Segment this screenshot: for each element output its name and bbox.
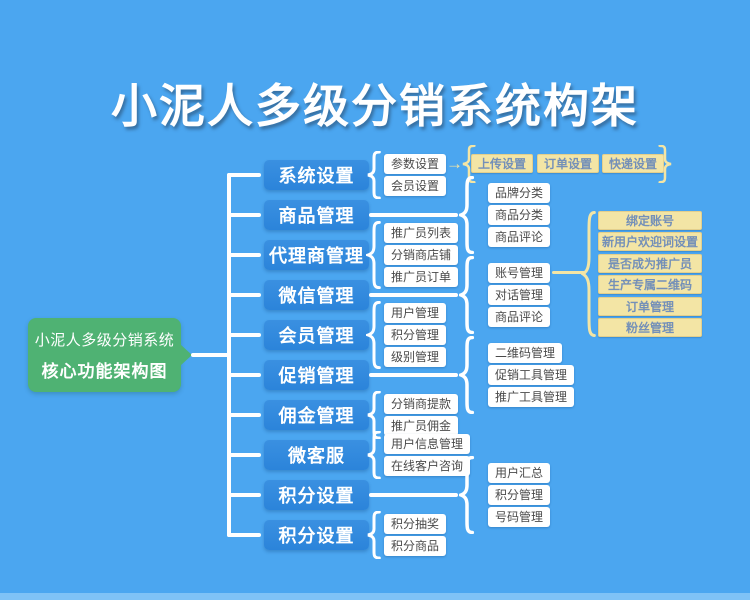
feature-box: 推广工具管理 <box>488 387 575 407</box>
opening-brace-icon <box>459 336 475 414</box>
accent-box: 生产专属二维码 <box>598 275 702 295</box>
feature-box: 在线客户咨询 <box>384 456 471 476</box>
feature-box: 商品评论 <box>488 307 551 327</box>
feature-box: 促销工具管理 <box>488 365 575 385</box>
branch-stub-line <box>227 253 261 257</box>
feature-box: 账号管理 <box>488 263 551 283</box>
arrow-icon: → <box>446 154 463 173</box>
feature-box: 对话管理 <box>488 285 551 305</box>
category-box: 佣金管理 <box>264 400 369 430</box>
opening-brace-icon <box>366 151 382 199</box>
legend-line1: 小泥人多级分销系统 <box>34 331 175 349</box>
connector-line <box>369 293 458 297</box>
accent-box: 粉丝管理 <box>598 318 702 337</box>
page-title: 小泥人多级分销系统构架 <box>111 80 639 132</box>
feature-box: 号码管理 <box>488 507 551 527</box>
opening-brace-icon <box>366 301 382 369</box>
category-box: 代理商管理 <box>264 240 369 270</box>
connector-line <box>369 493 458 497</box>
feature-box: 级别管理 <box>384 347 447 367</box>
feature-box: 分销商店铺 <box>384 245 459 265</box>
legend-callout: 小泥人多级分销系统 核心功能架构图 <box>28 318 192 392</box>
opening-brace-icon <box>366 221 382 289</box>
opening-brace-icon <box>581 210 597 338</box>
feature-box: 积分管理 <box>384 325 447 345</box>
feature-box: 二维码管理 <box>488 343 563 363</box>
feature-box: 用户汇总 <box>488 463 551 483</box>
connector-line <box>369 373 458 377</box>
legend-line2: 核心功能架构图 <box>41 361 168 381</box>
legend-connector-line <box>191 353 231 357</box>
accent-box: 新用户欢迎词设置 <box>598 232 702 252</box>
feature-box: 会员设置 <box>384 176 447 196</box>
category-box: 积分设置 <box>264 480 369 510</box>
branch-stub-line <box>227 173 261 177</box>
category-box: 商品管理 <box>264 200 369 230</box>
opening-brace-icon <box>459 176 475 254</box>
category-box: 微客服 <box>264 440 369 470</box>
branch-stub-line <box>227 533 261 537</box>
opening-brace-icon <box>459 456 475 534</box>
branch-stub-line <box>227 493 261 497</box>
branch-stub-line <box>227 293 261 297</box>
branch-stub-line <box>227 373 261 377</box>
branch-stub-line <box>227 333 261 337</box>
feature-box: 积分商品 <box>384 536 447 556</box>
callout-pointer-icon <box>180 344 192 366</box>
feature-box: 商品分类 <box>488 205 551 225</box>
accent-box: 是否成为推广员 <box>598 253 702 273</box>
category-box: 积分设置 <box>264 520 369 550</box>
accent-box: 订单管理 <box>598 296 702 316</box>
accent-box: 快递设置 <box>602 154 665 173</box>
category-box: 微信管理 <box>264 280 369 310</box>
branch-stub-line <box>227 413 261 417</box>
feature-box: 用户信息管理 <box>384 434 471 454</box>
feature-box: 推广员列表 <box>384 223 459 243</box>
connector-line <box>369 213 458 217</box>
closing-brace-icon <box>657 145 673 183</box>
branch-stub-line <box>227 453 261 457</box>
feature-box: 商品评论 <box>488 227 551 247</box>
feature-box: 品牌分类 <box>488 183 551 203</box>
category-box: 促销管理 <box>264 360 369 390</box>
trunk-line <box>227 173 231 537</box>
feature-box: 积分管理 <box>488 485 551 505</box>
accent-box: 绑定账号 <box>598 211 702 230</box>
accent-box: 订单设置 <box>537 154 600 173</box>
bottom-edge-strip <box>0 593 750 600</box>
feature-box: 推广员订单 <box>384 267 459 287</box>
opening-brace-icon <box>459 256 475 334</box>
branch-stub-line <box>227 213 261 217</box>
accent-connector-line <box>552 271 585 274</box>
feature-box: 参数设置 <box>384 154 447 174</box>
feature-box: 用户管理 <box>384 303 447 323</box>
feature-box: 分销商提款 <box>384 394 459 414</box>
category-box: 系统设置 <box>264 160 369 190</box>
opening-brace-icon <box>366 511 382 559</box>
accent-box: 上传设置 <box>471 154 534 173</box>
opening-brace-icon <box>366 431 382 479</box>
feature-box: 推广员佣金 <box>384 416 459 436</box>
feature-box: 积分抽奖 <box>384 514 447 534</box>
category-box: 会员管理 <box>264 320 369 350</box>
